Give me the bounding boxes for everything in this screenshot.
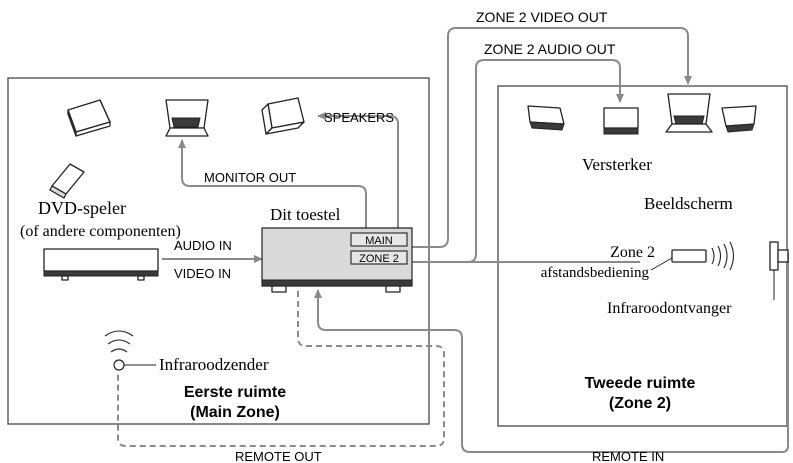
- main-terminal: [350, 232, 408, 247]
- zone2-terminal-label: ZONE 2: [359, 253, 399, 265]
- video-in-label: VIDEO IN: [174, 266, 231, 281]
- dvd-player-label: DVD-speler: [38, 198, 126, 218]
- dvd-player-icon: [49, 163, 85, 199]
- source-component: [43, 248, 159, 281]
- main-center-speaker: [165, 99, 209, 137]
- zone2-left-speaker: [527, 105, 565, 131]
- ir-emitter-icon: [104, 330, 156, 371]
- zone2-remote-label-2: afstandsbediening: [541, 265, 650, 281]
- amplifier-label: Versterker: [582, 155, 652, 174]
- remote-out-label: REMOTE OUT: [235, 449, 322, 463]
- speakers-wire: [317, 112, 399, 232]
- ir-receiver-label: Infraroodontvanger: [607, 300, 732, 317]
- audio-in-label: AUDIO IN: [174, 238, 232, 253]
- zone2-monitor: [665, 93, 713, 133]
- zone2-right-speaker: [721, 105, 757, 133]
- other-components-label: (of andere componenten): [20, 223, 181, 240]
- remote-in-label: REMOTE IN: [592, 449, 664, 463]
- zone2-terminal: [350, 250, 408, 265]
- ir-emitter-label: Infraroodzender: [159, 355, 269, 374]
- main-zone-subtitle: (Main Zone): [190, 404, 280, 421]
- speakers-label: SPEAKERS: [324, 110, 394, 125]
- zone2-video-out-wire: [405, 27, 692, 248]
- main-terminal-label: MAIN: [365, 235, 393, 247]
- remote-in-wire: [314, 253, 789, 453]
- main-left-speaker: [67, 99, 111, 137]
- zone2-audio-out-label: ZONE 2 AUDIO OUT: [484, 41, 616, 57]
- zone2-subtitle: (Zone 2): [609, 395, 671, 412]
- monitor-out-label: MONITOR OUT: [204, 170, 296, 185]
- zone2-remote-icon: [650, 241, 735, 271]
- zone2-video-out-label: ZONE 2 VIDEO OUT: [476, 9, 608, 25]
- main-zone-title: Eerste ruimte: [184, 384, 286, 401]
- main-right-speaker: [261, 97, 305, 135]
- zone2-amplifier: [603, 107, 639, 135]
- zone2-title: Tweede ruimte: [585, 375, 696, 392]
- this-unit-label: Dit toestel: [270, 205, 341, 224]
- remote-out-wire: [117, 291, 445, 447]
- main-zone-room: [7, 77, 430, 425]
- monitor-label: Beeldscherm: [644, 194, 733, 213]
- monitor-out-wire: [178, 139, 367, 232]
- zone2-audio-out-wire: [405, 59, 624, 263]
- ir-receiver-icon: [769, 241, 789, 300]
- zone2-remote-label-1: Zone 2: [610, 244, 655, 261]
